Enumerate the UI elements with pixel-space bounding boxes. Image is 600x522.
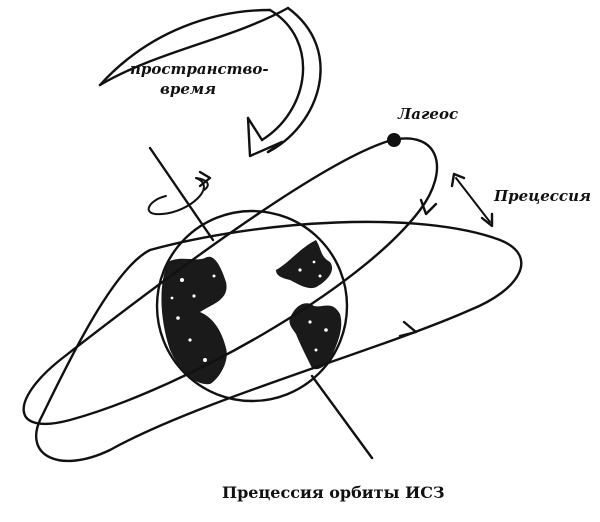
earth — [155, 209, 349, 403]
orbit-direction-arrow-1 — [419, 198, 438, 216]
diagram-caption: Прецессия орбиты ИСЗ — [222, 483, 445, 502]
lageos-satellite — [387, 133, 401, 147]
orbit-direction-arrow-2 — [398, 320, 418, 338]
land-texture — [170, 260, 328, 362]
rotation-axis — [147, 146, 374, 460]
spacetime-curved-arrow — [98, 6, 322, 158]
orbit-2 — [34, 220, 523, 463]
precession-arrow — [450, 172, 494, 228]
continent-upper-right — [276, 240, 333, 289]
spacetime-label-line2: время — [160, 80, 216, 98]
precession-label: Прецессия — [493, 187, 591, 205]
satellite-label: Лагеос — [397, 105, 458, 123]
spacetime-label-line1: пространство- — [130, 60, 269, 78]
continent-left — [161, 256, 227, 385]
orbit-1 — [22, 137, 439, 426]
continent-lower-right — [289, 303, 342, 370]
